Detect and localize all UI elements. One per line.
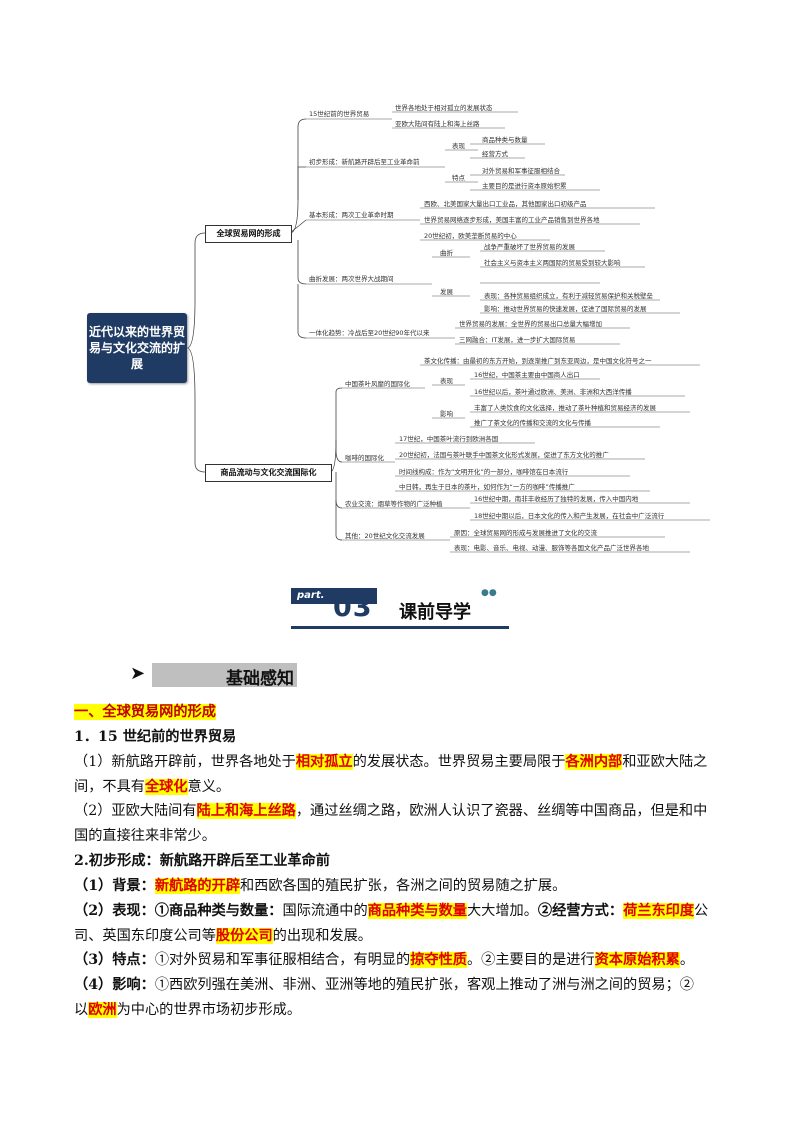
keyword-highlight: 资本原始积累	[594, 952, 680, 968]
arrow-icon: ➤	[130, 663, 146, 684]
mm-leaf: 表现：电影、音乐、电视、动漫、服饰等各国文化产品广泛世界各地	[454, 543, 650, 552]
mm-leaf: 20世纪初，欧美垄断贸易的中心	[424, 231, 517, 240]
subheading-pre15: 1．15 世纪前的世界贸易	[74, 729, 237, 745]
mindmap-branch-culture-exchange: 商品流动与文化交流国际化	[205, 464, 332, 482]
mm-leaf: 茶文化传播：由最初的东方开始，到逐渐推广到东亚周边，是中国文化符号之一	[424, 356, 652, 365]
paragraph-line: （1）新航路开辟前，世界各地处于相对孤立的发展状态。世界贸易主要局限于各洲内部和…	[74, 754, 708, 770]
paragraph-line: （4）影响：①西欧列强在美洲、非洲、亚洲等地的殖民扩张，客观上推动了洲与洲之间的…	[74, 977, 694, 993]
mm-leaf: 曲折	[440, 248, 454, 257]
mm-leaf: 三网融合：IT发展，进一步扩大国际贸易	[459, 335, 575, 344]
keyword-highlight: 全球化	[144, 779, 188, 795]
mm-leaf: 时间线构成：作为“文明开化”的一部分，咖啡馆在日本流行	[399, 467, 569, 476]
section-title: 基础感知	[226, 669, 294, 689]
keyword-highlight: 股份公司	[215, 928, 273, 944]
paragraph-line: 以欧洲为中心的世界市场初步形成。	[74, 1002, 302, 1018]
decor-dots-icon: ●●	[481, 588, 497, 598]
mm-leaf: 16世纪中期，南非丰收经历了独特的发展，传入中国内地	[474, 494, 639, 503]
keyword-highlight: 商品种类与数量	[367, 903, 467, 919]
mm-leaf: 亚欧大陆间有陆上和海上丝路	[395, 119, 480, 128]
mm-leaf: 原因：全球贸易网的形成与发展推进了文化的交流	[454, 528, 598, 537]
keyword-highlight: 相对孤立	[295, 754, 353, 770]
mm-leaf: 商品种类与数量	[482, 135, 528, 144]
mm-node-4: 曲折发展：两次世界大战期间	[309, 274, 394, 283]
mm-leaf: 影响	[440, 409, 454, 418]
mm-leaf: 世界贸易的发展：全世界的贸易出口总量大幅增加	[459, 319, 602, 328]
mm-leaf: 20世纪初，法国与茶叶联手中国茶文化形式发展，促进了东方文化的推广	[399, 450, 609, 459]
part-title: 课前导学	[399, 602, 471, 623]
section-heading: ➤ 基础感知	[130, 663, 300, 689]
mm-leaf: 表现：各种贸易组织成立，有利于减轻贸易保护和关税壁垒	[484, 291, 654, 300]
mm-node-b3: 农业交流：烟草等作物的广泛种植	[345, 499, 443, 508]
paragraph-line: （2）表现：①商品种类与数量：国际流通中的商品种类与数量大大增加。②经营方式：荷…	[74, 903, 709, 919]
keyword-highlight: 新航路的开辟	[154, 878, 240, 894]
part-number: 03	[333, 592, 373, 623]
mm-leaf: 社会主义与资本主义两国际的贸易受到较大影响	[484, 258, 621, 267]
subheading-initial-formation: 2.初步形成：新航路开辟后至工业革命前	[74, 853, 330, 869]
mm-leaf: 16世纪以后，茶叶通过欧洲、美洲、非洲和大西洋传播	[474, 387, 632, 396]
paragraph-line: 司、英国东印度公司等股份公司的出现和发展。	[74, 928, 372, 944]
mm-node-3: 基本形成：两次工业革命时期	[309, 210, 394, 219]
mm-node-b2: 咖啡的国际化	[345, 453, 385, 462]
mm-leaf: 发展	[440, 287, 454, 296]
keyword-highlight: 掠夺性质	[410, 952, 467, 968]
mm-leaf: 战争严重破坏了世界贸易的发展	[484, 242, 576, 251]
mm-leaf: 西欧、北美国家大量出口工业品，其他国家出口初级产品	[424, 199, 587, 208]
mm-leaf: 17世纪，中国茶叶流行到欧洲各国	[399, 434, 498, 443]
part-label: part.	[291, 588, 377, 604]
mm-leaf: 主要目的是进行资本原始积累	[482, 181, 567, 190]
mm-node-1: 15世纪前的世界贸易	[309, 109, 369, 118]
part-banner: part. 03 课前导学 ●●	[291, 588, 509, 629]
mm-leaf: 影响：推动世界贸易的快速发展，促进了国际贸易的发展	[484, 304, 647, 313]
mm-leaf: 16世纪，中国茶主要由中国商人出口	[474, 370, 580, 379]
mm-leaf: 中日韩，再生于日本的茶叶，如何作为“一方的咖啡”传播推广	[399, 482, 575, 491]
heading-global-trade-network: 一、全球贸易网的形成	[74, 704, 216, 720]
mm-leaf: 世界各地处于相对孤立的发展状态	[395, 103, 493, 112]
mm-leaf: 特点	[452, 173, 466, 182]
mm-leaf: 世界贸易网络逐步形成，美国丰富的工业产品销售到世界各地	[424, 215, 600, 224]
mm-node-5: 一体化趋势：冷战后至20世纪90年代以来	[309, 328, 430, 337]
paragraph-line: 国的直接往来非常少。	[74, 828, 216, 844]
mm-node-b1: 中国茶叶风靡的国际化	[345, 379, 411, 388]
mm-leaf: 表现	[440, 376, 454, 385]
paragraph-line: （1）背景：新航路的开辟和西欧各国的殖民扩张，各洲之间的贸易随之扩展。	[74, 878, 567, 894]
keyword-highlight: 荷兰东印度	[623, 903, 695, 919]
mm-leaf: 表现	[452, 141, 466, 150]
mm-leaf: 经营方式	[482, 149, 509, 158]
mm-node-2: 初步形成：新航路开辟后至工业革命前	[309, 157, 420, 166]
paragraph-line: 间，不具有全球化意义。	[74, 779, 231, 795]
heading-shade	[152, 663, 297, 687]
keyword-highlight: 各洲内部	[565, 754, 623, 770]
keyword-highlight: 欧洲	[88, 1002, 117, 1018]
mm-leaf: 对外贸易和军事征服相结合	[482, 166, 561, 175]
mm-leaf: 推广了茶文化的传播和交流的文化与传播	[474, 418, 592, 427]
banner-underline	[291, 626, 509, 629]
paragraph-line: （2）亚欧大陆间有陆上和海上丝路，通过丝绸之路，欧洲人认识了瓷器、丝绸等中国商品…	[74, 803, 708, 819]
mm-leaf: 丰富了人类饮食的文化选择，推动了茶叶种植和贸易经济的发展	[474, 403, 657, 412]
mindmap-branch-trade-network: 全球贸易网的形成	[205, 225, 292, 243]
mindmap-root: 近代以来的世界贸易与文化交流的扩展	[87, 313, 187, 383]
paragraph-line: （3）特点：①对外贸易和军事征服相结合，有明显的掠夺性质。②主要目的是进行资本原…	[74, 952, 695, 968]
mm-node-b4: 其他：20世纪文化交流发展	[345, 531, 425, 540]
keyword-highlight: 陆上和海上丝路	[196, 803, 296, 819]
mm-leaf: 18世纪中期以后，日本文化的传入和产生发展，在社会中广泛流行	[474, 511, 665, 520]
